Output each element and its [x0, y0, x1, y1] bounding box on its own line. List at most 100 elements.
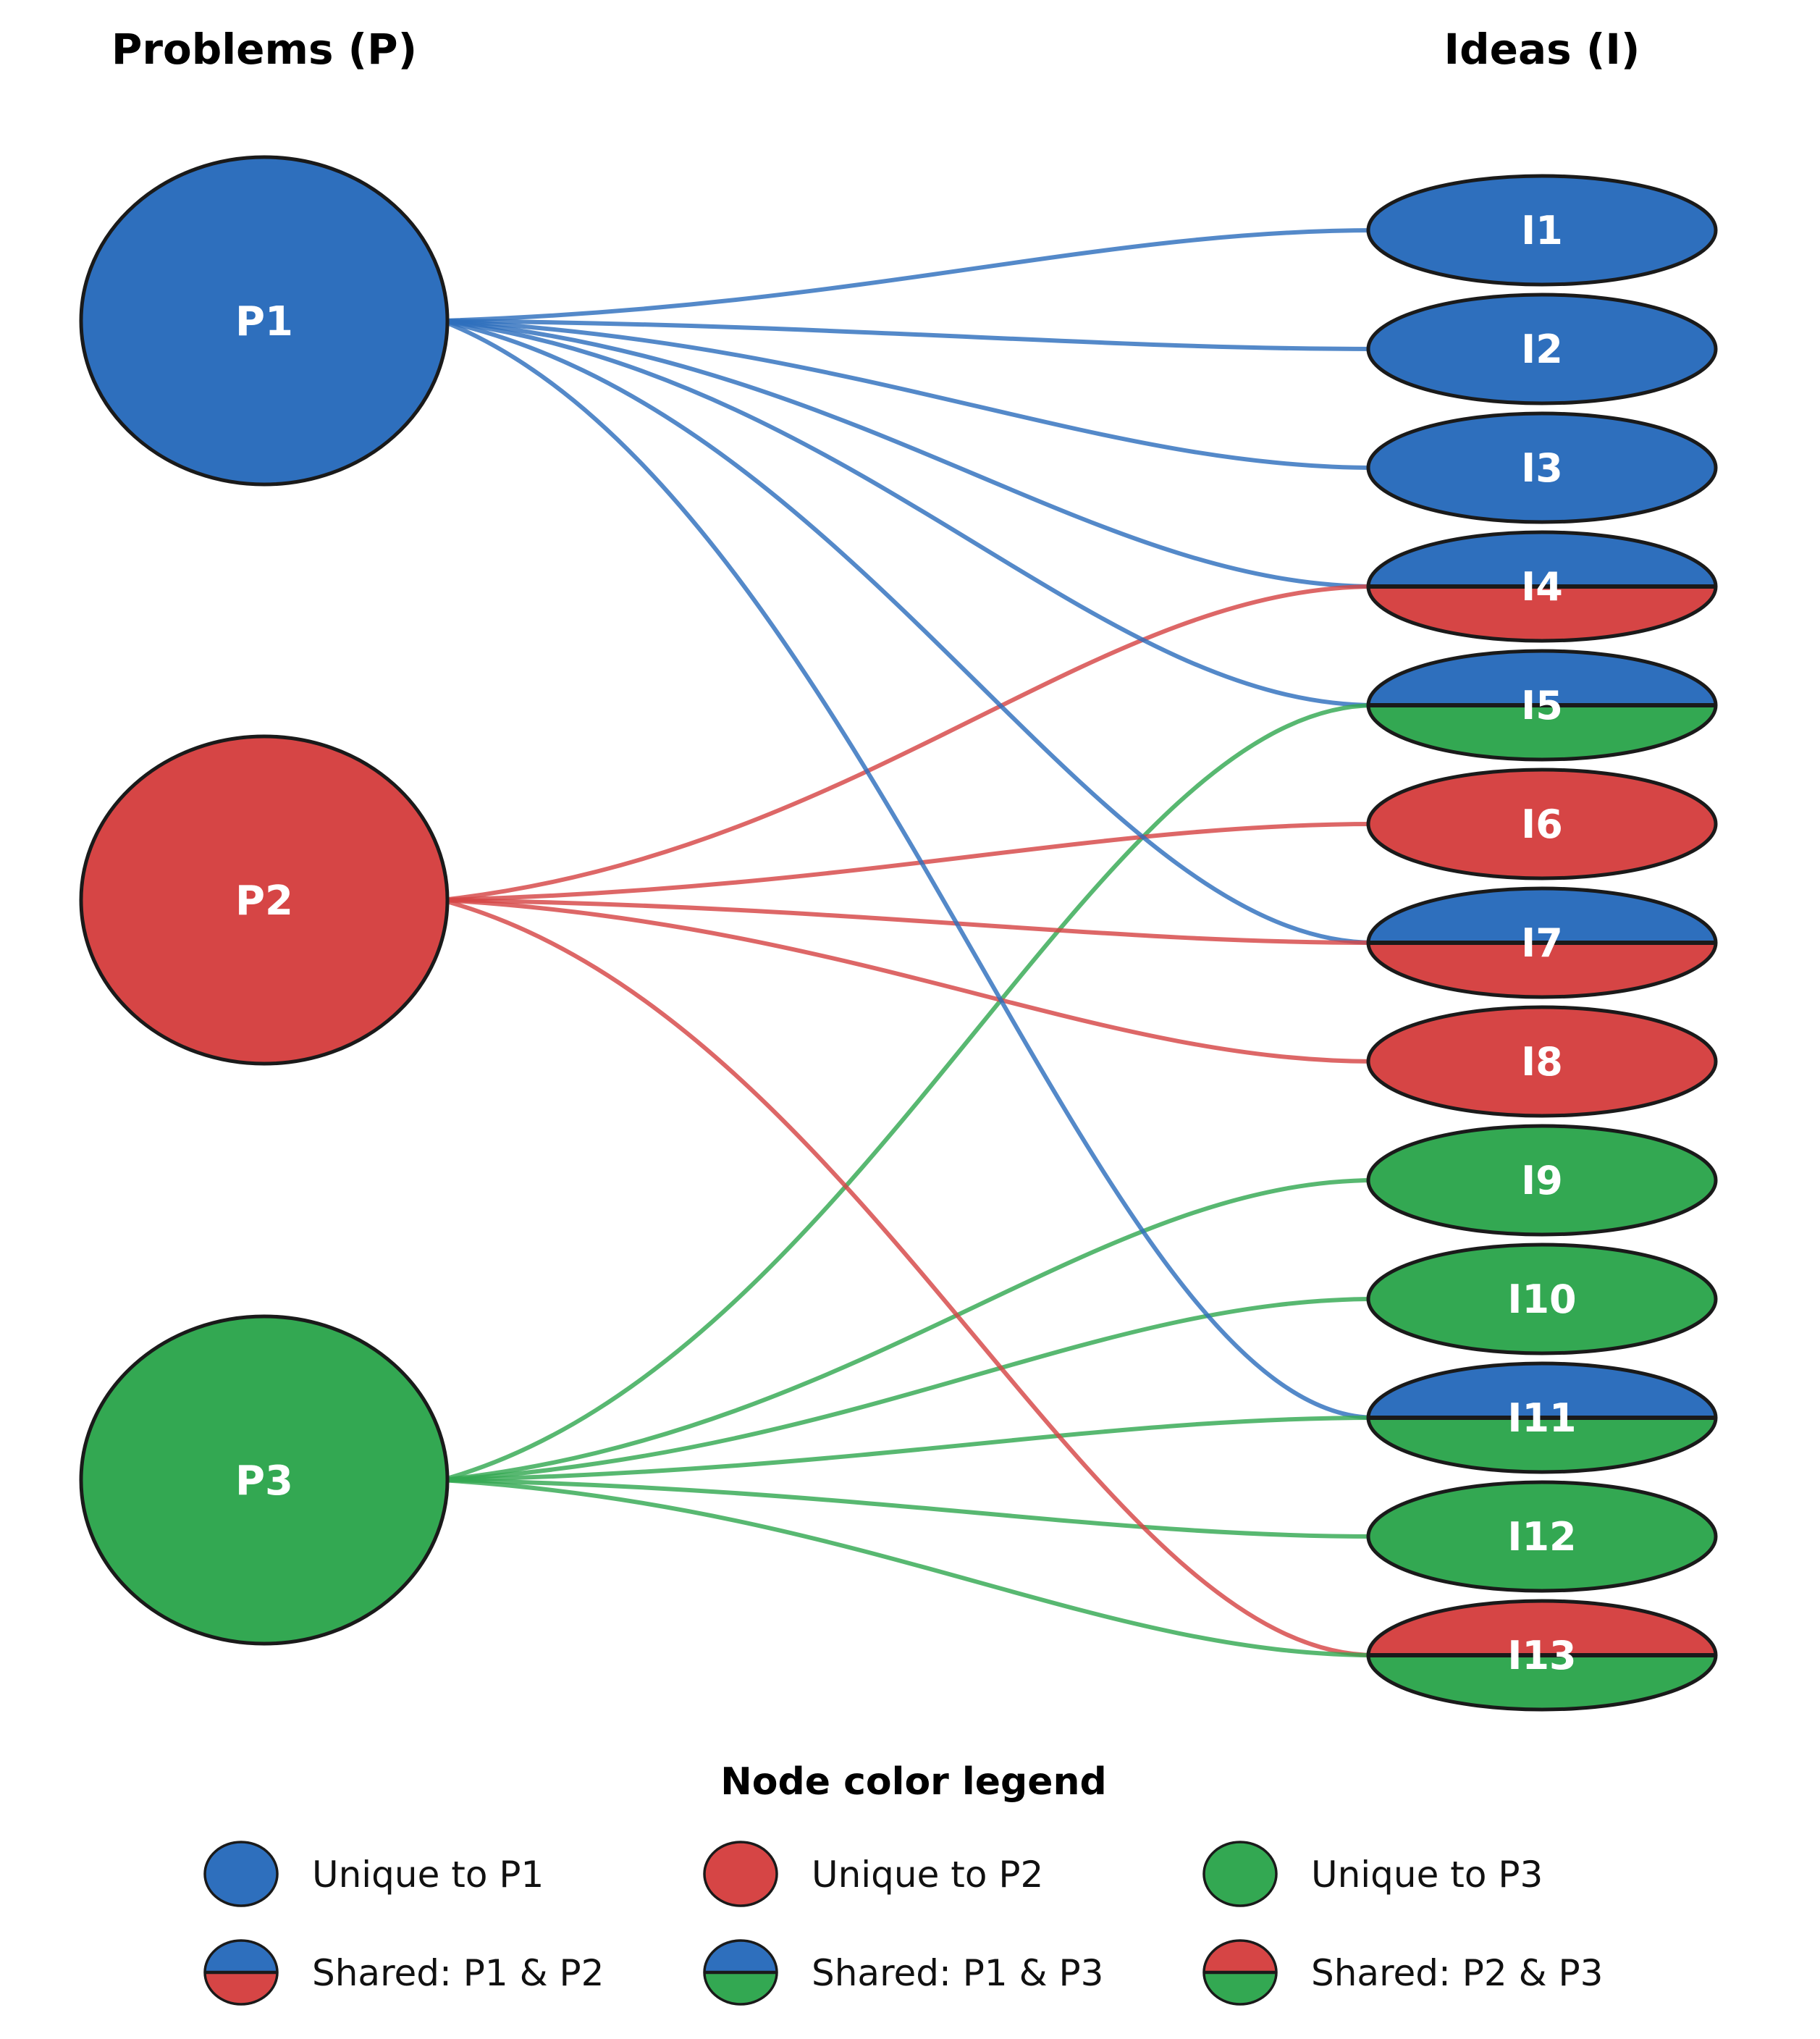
legend-item-2: Unique to P2 [703, 1841, 1043, 1907]
idea-node-i13[interactable]: I13 [1366, 1599, 1718, 1712]
idea-node-i10[interactable]: I10 [1366, 1243, 1718, 1355]
idea-node-i2[interactable]: I2 [1366, 293, 1718, 405]
problems-heading: Problems (P) [111, 25, 417, 74]
idea-node-outline [1366, 530, 1718, 643]
idea-node-shape [1366, 1124, 1718, 1237]
idea-node-top-half [1368, 1601, 1716, 1655]
edge-p2-i8 [439, 898, 1378, 1064]
idea-node-i12[interactable]: I12 [1366, 1480, 1718, 1593]
idea-node-shape [1366, 1005, 1718, 1118]
problem-node-p1[interactable]: P1 [79, 155, 450, 487]
problem-node-label: P1 [235, 298, 293, 345]
legend-title: Node color legend [720, 1760, 1107, 1804]
legend-swatch-bottom-half [704, 1972, 777, 2004]
idea-node-i5[interactable]: I5 [1366, 649, 1718, 762]
idea-node-i1[interactable]: I1 [1366, 174, 1718, 287]
idea-node-label: I8 [1521, 1039, 1563, 1085]
edge-p1-i7 [439, 319, 1378, 945]
edge-p3-i12 [439, 1478, 1378, 1539]
idea-node-i9[interactable]: I9 [1366, 1124, 1718, 1237]
idea-node-bottom-half [1368, 1655, 1716, 1710]
idea-node-top-half [1368, 651, 1716, 705]
legend-swatch-top-half [704, 1941, 777, 1972]
edge-p3-i5 [439, 703, 1378, 1482]
legend-item-label: Unique to P3 [1311, 1854, 1543, 1896]
edge-p3-i11 [439, 1416, 1378, 1482]
idea-node-i11[interactable]: I11 [1366, 1361, 1718, 1474]
idea-node-i3[interactable]: I3 [1366, 411, 1718, 524]
edge-p1-i4 [439, 319, 1378, 589]
idea-node-i7[interactable]: I7 [1366, 886, 1718, 999]
edge-p3-i9 [439, 1178, 1378, 1482]
legend-item-1: Unique to P1 [203, 1841, 544, 1907]
problem-node-p2[interactable]: P2 [79, 734, 450, 1066]
edges-layer [439, 228, 1378, 1657]
problem-node-shape [79, 155, 450, 487]
legend-item-label: Shared: P1 & P2 [312, 1952, 604, 1994]
legend-swatch-top-half [1204, 1941, 1276, 1972]
legend-item-label: Unique to P2 [812, 1854, 1043, 1896]
idea-node-label: I10 [1507, 1277, 1576, 1322]
legend-swatch-shape [703, 1841, 778, 1907]
idea-node-i6[interactable]: I6 [1366, 768, 1718, 880]
idea-node-bottom-half [1368, 943, 1716, 997]
edge-p2-i13 [439, 898, 1378, 1657]
problem-node-shape [79, 1314, 450, 1646]
problem-node-shape [79, 734, 450, 1066]
legend-swatch-top-half [205, 1941, 277, 1972]
idea-node-label: I9 [1521, 1158, 1563, 1203]
legend-item-label: Shared: P2 & P3 [1311, 1952, 1603, 1994]
edge-p3-i13 [439, 1478, 1378, 1657]
edge-p1-i5 [439, 319, 1378, 707]
idea-node-label: I11 [1507, 1395, 1576, 1441]
legend-item-6: Shared: P2 & P3 [1202, 1939, 1603, 2006]
legend-swatch-outline [203, 1939, 279, 2006]
idea-node-bottom-half [1368, 1418, 1716, 1472]
problem-node-p3[interactable]: P3 [79, 1314, 450, 1646]
idea-node-label: I7 [1521, 920, 1563, 966]
idea-node-label: I13 [1507, 1633, 1576, 1678]
legend-item-3: Unique to P3 [1202, 1841, 1543, 1907]
idea-node-label: I4 [1521, 564, 1563, 610]
idea-node-label: I5 [1521, 683, 1563, 728]
legend-swatch-shape [1202, 1841, 1278, 1907]
idea-node-shape [1366, 293, 1718, 405]
idea-node-shape [1366, 411, 1718, 524]
idea-node-outline [1366, 649, 1718, 762]
problem-node-label: P2 [235, 878, 293, 925]
idea-node-label: I6 [1521, 802, 1563, 847]
edge-p1-i11 [439, 319, 1378, 1420]
edge-p3-i10 [439, 1297, 1378, 1482]
legend-item-4: Shared: P1 & P2 [203, 1939, 604, 2006]
edge-p1-i1 [439, 228, 1378, 323]
idea-node-i8[interactable]: I8 [1366, 1005, 1718, 1118]
idea-node-label: I3 [1521, 445, 1563, 491]
legend: Node color legend Unique to P1 Unique to … [203, 1760, 1603, 2006]
idea-node-outline [1366, 1599, 1718, 1712]
idea-node-label: I2 [1521, 327, 1563, 372]
idea-node-shape [1366, 1480, 1718, 1593]
idea-node-shape [1366, 768, 1718, 880]
legend-item-label: Unique to P1 [312, 1854, 544, 1896]
idea-node-top-half [1368, 532, 1716, 587]
legend-item-label: Shared: P1 & P3 [812, 1952, 1103, 1994]
edge-p2-i7 [439, 898, 1378, 945]
ideas-heading: Ideas (I) [1444, 25, 1640, 74]
idea-node-outline [1366, 1361, 1718, 1474]
legend-swatch-bottom-half [1204, 1972, 1276, 2004]
legend-item-5: Shared: P1 & P3 [703, 1939, 1103, 2006]
idea-node-i4[interactable]: I4 [1366, 530, 1718, 643]
edge-p1-i3 [439, 319, 1378, 470]
edge-p2-i6 [439, 822, 1378, 902]
legend-swatch-outline [1202, 1939, 1278, 2006]
idea-node-bottom-half [1368, 705, 1716, 760]
idea-node-label: I1 [1521, 208, 1563, 253]
legend-swatch-outline [703, 1939, 778, 2006]
legend-swatch-bottom-half [205, 1972, 277, 2004]
legend-swatch-shape [203, 1841, 279, 1907]
idea-node-shape [1366, 174, 1718, 287]
problem-node-label: P3 [235, 1458, 293, 1505]
